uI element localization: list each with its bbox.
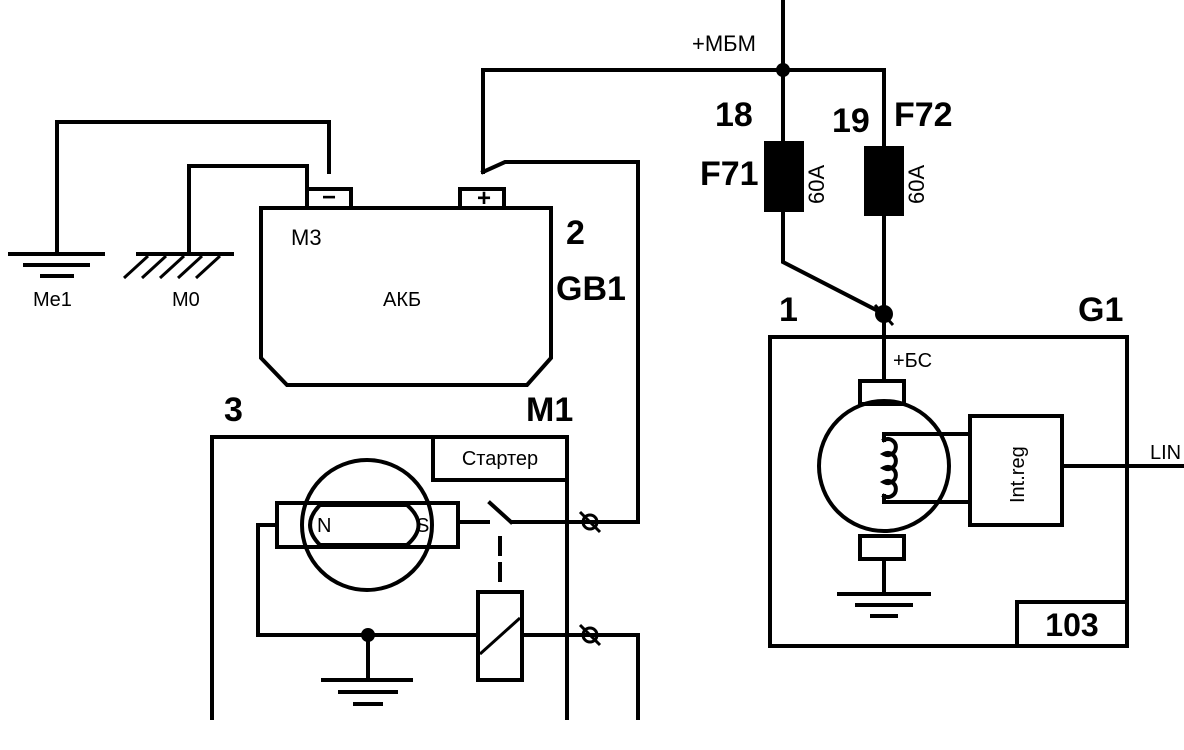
box-103 <box>1015 600 1129 648</box>
generator-g1: 1 G1 +БС Int.reg LIN 103 <box>768 291 1184 648</box>
int-reg-box <box>968 414 1064 527</box>
ground-m0: M0 <box>122 164 309 311</box>
generator-g1-label: G1 <box>1078 291 1123 329</box>
mbm-label: +МБМ <box>692 31 756 56</box>
battery-m3-label: M3 <box>291 225 322 250</box>
battery-to-starter-wire <box>480 160 640 524</box>
minus-icon: − <box>322 184 336 211</box>
fuse-f71-rating: 60A <box>804 165 829 204</box>
starter-label-box <box>431 435 569 482</box>
fuse-f72-rating: 60A <box>904 165 929 204</box>
starter-label: Стартер <box>462 448 538 470</box>
battery-gb1: − + M3 АКБ 2 GB1 <box>259 184 626 387</box>
box-103-label: 103 <box>1045 607 1098 643</box>
battery-minus-terminal <box>305 187 353 210</box>
starter-m1-label: M1 <box>526 391 573 429</box>
plus-icon: + <box>477 185 491 212</box>
generator-circle <box>817 399 951 533</box>
battery-number: 2 <box>566 214 585 252</box>
motor-s-label: S <box>416 515 429 537</box>
fuse-f71-number: 18 <box>715 96 753 134</box>
int-reg-label: Int.reg <box>1007 446 1029 503</box>
fuse-f71: 18 F71 60A <box>700 96 829 212</box>
battery-gb1-label: GB1 <box>556 270 626 308</box>
generator-number: 1 <box>779 291 798 329</box>
starter-m1: Стартер 3 M1 N S <box>210 391 640 720</box>
starter-number: 3 <box>224 391 243 429</box>
motor-n-label: N <box>317 515 331 537</box>
fuse-to-generator-wires <box>781 210 895 338</box>
fuse-f72-number: 19 <box>832 102 870 140</box>
fuse-f72-label: F72 <box>894 96 953 134</box>
ground-me1-label: Me1 <box>33 289 72 311</box>
fuse-f72: 19 F72 60A <box>832 96 953 216</box>
lin-label: LIN <box>1150 442 1181 464</box>
mbm-junction-dot <box>776 63 790 77</box>
generator-bs-label: +БС <box>893 350 932 372</box>
ground-me1: Me1 <box>8 120 331 311</box>
starter-terminal-b <box>581 513 599 531</box>
starter-armature <box>308 503 421 547</box>
generator-frame <box>768 335 1129 648</box>
fuse-f71-label: F71 <box>700 155 759 193</box>
starter-motor-circle <box>300 458 434 592</box>
mbm-bus: +МБМ <box>481 0 886 174</box>
battery-akb-label: АКБ <box>383 289 421 311</box>
ground-m0-label: M0 <box>172 289 200 311</box>
battery-plus-terminal <box>458 187 506 210</box>
